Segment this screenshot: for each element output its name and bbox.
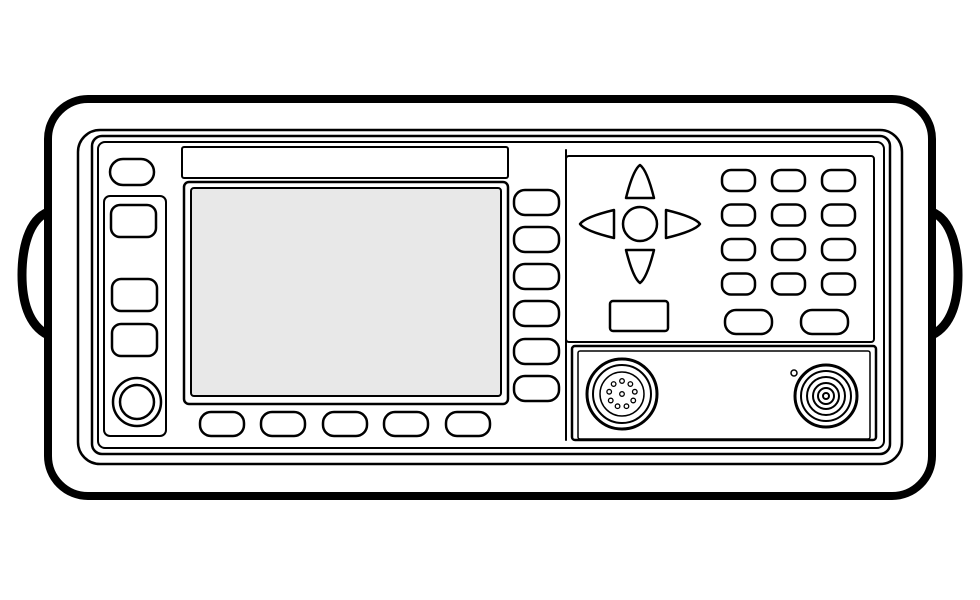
- keypad-key[interactable]: [770, 272, 807, 296]
- side-softkey[interactable]: [512, 374, 561, 403]
- right-arrow-icon[interactable]: [664, 208, 702, 240]
- left-handle: [17, 207, 53, 340]
- keypad-key[interactable]: [720, 168, 757, 193]
- bottom-softkey[interactable]: [444, 410, 492, 438]
- connector-section-inner: [577, 350, 871, 440]
- right-handle: [927, 207, 963, 340]
- left-softkey-3[interactable]: [110, 322, 159, 358]
- keypad-key[interactable]: [820, 168, 857, 193]
- connector-pin: [631, 388, 638, 395]
- bottom-softkey[interactable]: [198, 410, 246, 438]
- keypad-key[interactable]: [820, 237, 857, 262]
- side-softkey[interactable]: [512, 299, 561, 328]
- rotary-knob[interactable]: [111, 376, 163, 428]
- keypad-key[interactable]: [720, 272, 757, 296]
- display-frame: [182, 180, 510, 406]
- wide-keys: [723, 308, 850, 336]
- connector-pin: [606, 388, 613, 395]
- bottom-softkey[interactable]: [382, 410, 430, 438]
- front-panel: [90, 134, 892, 456]
- connector-pin: [623, 403, 630, 410]
- wide-key[interactable]: [723, 308, 774, 336]
- connector-pin: [607, 397, 614, 404]
- connector-pin: [610, 381, 617, 387]
- keypad-key[interactable]: [770, 203, 807, 227]
- bottom-softkey[interactable]: [321, 410, 369, 438]
- bottom-softkeys: [198, 410, 492, 438]
- connector-pins: [606, 378, 638, 410]
- left-button-column: [103, 195, 167, 437]
- connector-pin: [627, 381, 634, 387]
- side-softkey[interactable]: [512, 337, 561, 366]
- left-softkey-2[interactable]: [110, 277, 159, 313]
- down-arrow-icon[interactable]: [624, 248, 656, 285]
- connector-section: [570, 344, 878, 442]
- connector-pin: [619, 378, 625, 384]
- bezel: [76, 128, 904, 466]
- left-softkey-1[interactable]: [109, 203, 158, 239]
- side-softkey[interactable]: [512, 225, 561, 254]
- multi-pin-connector-icon[interactable]: [585, 357, 659, 431]
- keypad-key[interactable]: [820, 203, 857, 227]
- power-button[interactable]: [108, 157, 156, 187]
- wide-key[interactable]: [799, 308, 850, 336]
- side-softkey[interactable]: [512, 188, 561, 217]
- lcd-screen: [190, 187, 502, 397]
- front-panel-inner: [97, 141, 885, 449]
- up-arrow-icon[interactable]: [624, 163, 656, 200]
- arrow-pad-key[interactable]: [608, 299, 670, 333]
- select-button[interactable]: [621, 205, 659, 243]
- control-section: [565, 155, 875, 343]
- keypad-key[interactable]: [720, 237, 757, 262]
- label-strip: [181, 146, 509, 179]
- keypad-key[interactable]: [720, 203, 757, 227]
- bottom-softkey[interactable]: [259, 410, 307, 438]
- keypad-key[interactable]: [820, 272, 857, 296]
- arrow-pad: [578, 163, 702, 285]
- side-softkey[interactable]: [512, 262, 561, 291]
- left-arrow-icon[interactable]: [578, 208, 616, 240]
- keypad: [720, 168, 857, 296]
- connector-pin: [630, 397, 637, 404]
- bnc-connector-icon[interactable]: [793, 363, 859, 429]
- right-softkeys: [512, 188, 561, 403]
- keypad-key[interactable]: [770, 168, 807, 193]
- keypad-key[interactable]: [770, 237, 807, 262]
- connector-pin: [614, 403, 621, 410]
- status-led: [790, 369, 798, 377]
- connector-pin: [619, 391, 625, 397]
